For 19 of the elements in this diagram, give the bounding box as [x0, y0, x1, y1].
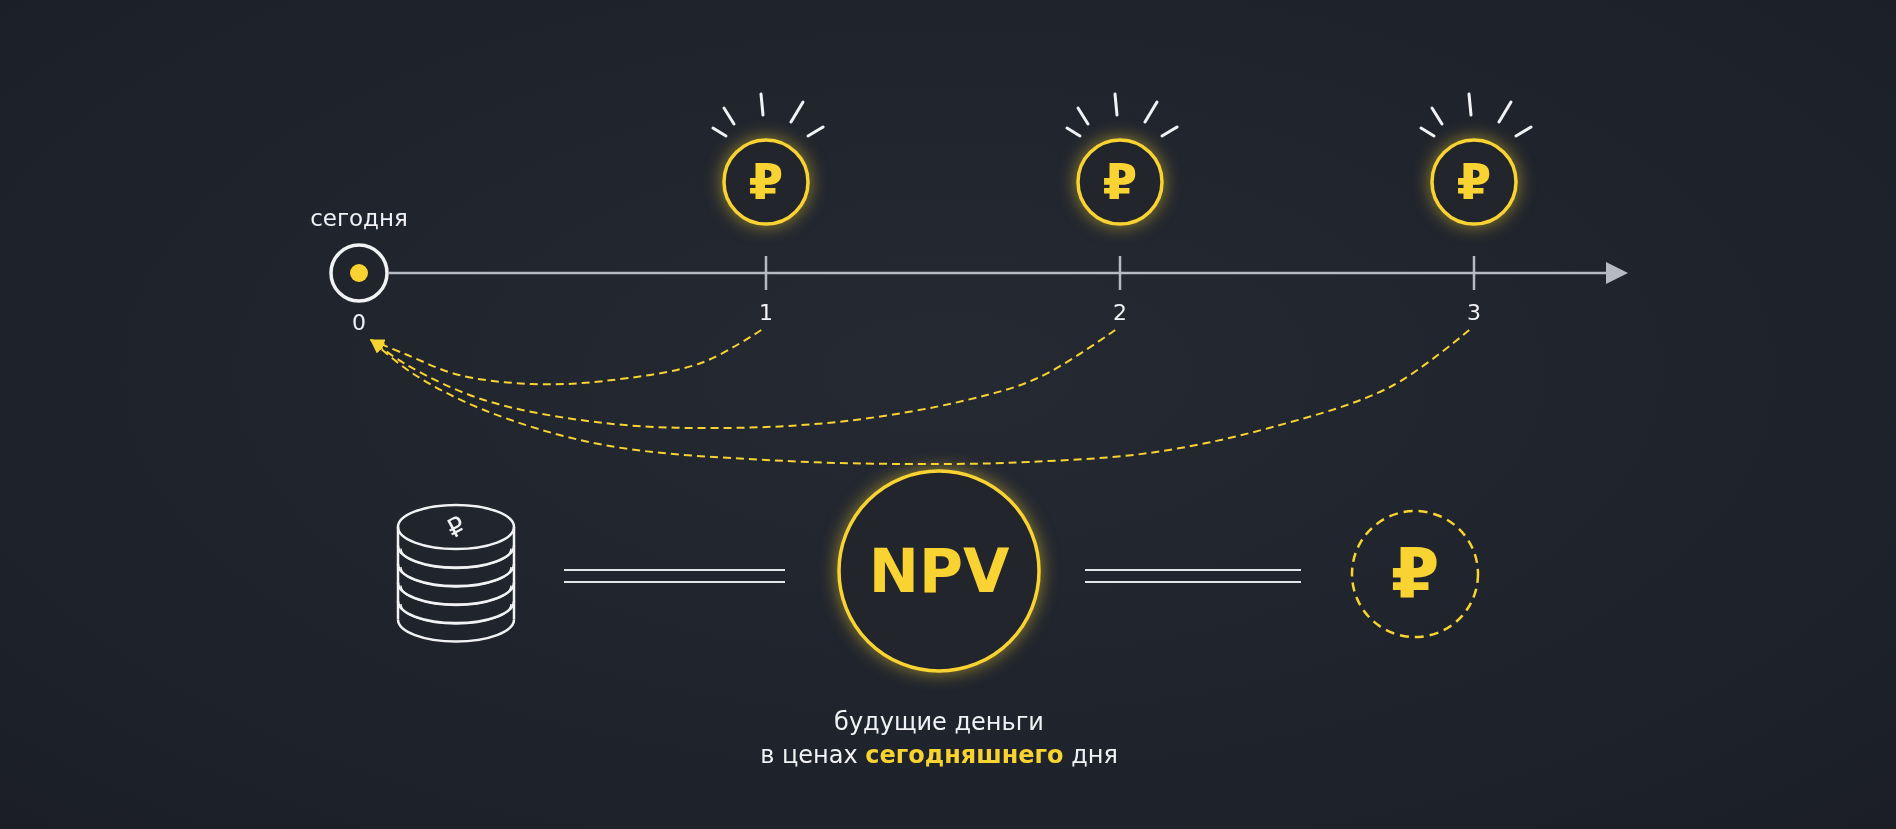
dashed-arrow	[370, 329, 1471, 465]
ruble-coin	[1430, 138, 1518, 226]
ruble-coin	[1076, 138, 1164, 226]
npv-label: NPV	[868, 541, 1010, 601]
tick-label: 0	[347, 310, 371, 340]
dashed-coin	[1350, 509, 1480, 639]
ruble-sign: ₽	[1390, 539, 1440, 609]
node-caption: будущие деньги в ценах сегодняшнего дня	[760, 707, 1118, 771]
ruble-sign: ₽	[1456, 157, 1492, 207]
tick-label: 3	[1462, 300, 1486, 330]
axis-label: сегодня	[310, 204, 408, 232]
ruble-sign: ₽	[442, 511, 470, 543]
ruble-sign: ₽	[1102, 157, 1138, 207]
dashed-arrow	[370, 329, 1117, 430]
tick-label: 2	[1108, 300, 1132, 330]
ruble-sign: ₽	[748, 157, 784, 207]
tick-label: 1	[754, 300, 778, 330]
npv-circle	[837, 469, 1041, 673]
ruble-coin	[722, 138, 810, 226]
